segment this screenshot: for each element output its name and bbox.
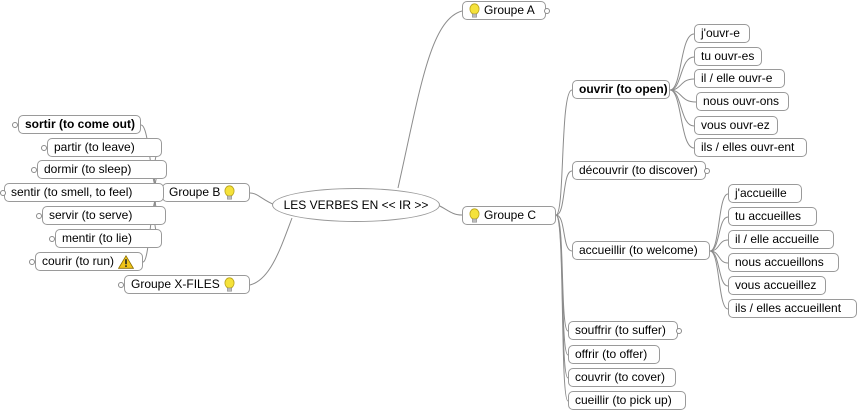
verb-label: sentir (to smell, to feel) [11, 185, 133, 199]
collapse-toggle[interactable] [544, 8, 550, 14]
verb-label: découvrir (to discover) [579, 163, 698, 177]
central-topic-label: LES VERBES EN << IR >> [283, 197, 429, 212]
verb-label: souffrir (to suffer) [575, 323, 666, 337]
conjugation-label: il / elle accueille [735, 232, 820, 246]
verb-label: offrir (to offer) [575, 347, 648, 361]
collapse-toggle[interactable] [676, 328, 682, 334]
collapse-toggle[interactable] [31, 167, 37, 173]
verb-label: servir (to serve) [49, 208, 133, 222]
conjugation-label: ils / elles ouvr-ent [701, 140, 795, 154]
verb-label: dormir (to sleep) [44, 162, 132, 176]
verb-label: courir (to run) [42, 254, 115, 268]
conjugation-node[interactable]: j'ouvr-e [694, 24, 750, 43]
conjugation-node[interactable]: nous accueillons [728, 253, 839, 272]
verb-label: cueillir (to pick up) [575, 393, 672, 407]
conjugation-node[interactable]: j'accueille [728, 184, 802, 203]
conjugation-label: j'accueille [735, 186, 787, 200]
verb-label: mentir (to lie) [62, 231, 133, 245]
verb-souffrir-node[interactable]: souffrir (to suffer) [568, 321, 678, 340]
verb-label: couvrir (to cover) [575, 370, 666, 384]
verb-partir-node[interactable]: partir (to leave) [47, 138, 162, 157]
lightbulb-icon [224, 184, 235, 199]
verb-label: ouvrir (to open) [579, 82, 668, 96]
conjugation-label: tu ouvr-es [701, 49, 755, 63]
verb-cueillir-node[interactable]: cueillir (to pick up) [568, 391, 686, 410]
conjugation-label: tu accueilles [735, 209, 802, 223]
conjugation-label: ils / elles accueillent [735, 301, 842, 315]
verb-mentir-node[interactable]: mentir (to lie) [55, 229, 162, 248]
central-topic-node[interactable]: LES VERBES EN << IR >> [272, 188, 440, 222]
conjugation-node[interactable]: il / elle accueille [728, 230, 834, 249]
conjugation-node[interactable]: nous ouvr-ons [696, 92, 789, 111]
verb-accueillir-node[interactable]: accueillir (to welcome) [572, 241, 710, 260]
conjugation-label: nous accueillons [735, 255, 824, 269]
conjugation-label: nous ouvr-ons [703, 94, 780, 108]
collapse-toggle[interactable] [704, 168, 710, 174]
verb-dormir-node[interactable]: dormir (to sleep) [37, 160, 167, 179]
conjugation-node[interactable]: ils / elles accueillent [728, 299, 857, 318]
groupe-c-node[interactable]: Groupe C [462, 206, 556, 225]
verb-label: accueillir (to welcome) [579, 243, 698, 257]
collapse-toggle[interactable] [49, 236, 55, 242]
verb-label: sortir (to come out) [25, 117, 135, 131]
collapse-toggle[interactable] [118, 282, 124, 288]
collapse-toggle[interactable] [41, 145, 47, 151]
conjugation-node[interactable]: il / elle ouvr-e [694, 69, 785, 88]
lightbulb-icon [224, 276, 235, 291]
conjugation-label: vous accueillez [735, 278, 817, 292]
conjugation-node[interactable]: vous accueillez [728, 276, 826, 295]
lightbulb-icon [469, 2, 480, 17]
verb-offrir-node[interactable]: offrir (to offer) [568, 345, 660, 364]
warning-icon [118, 254, 135, 269]
collapse-toggle[interactable] [36, 213, 42, 219]
verb-servir-node[interactable]: servir (to serve) [42, 206, 166, 225]
groupe-a-node[interactable]: Groupe A [462, 1, 546, 20]
groupe-xfiles-node[interactable]: Groupe X-FILES [124, 275, 250, 294]
groupe-a-label: Groupe A [484, 3, 535, 17]
collapse-toggle[interactable] [0, 190, 6, 196]
verb-label: partir (to leave) [54, 140, 135, 154]
lightbulb-icon [469, 207, 480, 222]
verb-decouvrir-node[interactable]: découvrir (to discover) [572, 161, 706, 180]
conjugation-node[interactable]: tu ouvr-es [694, 47, 762, 66]
verb-sentir-node[interactable]: sentir (to smell, to feel) [4, 183, 164, 202]
conjugation-label: j'ouvr-e [701, 26, 740, 40]
groupe-b-label: Groupe B [169, 185, 221, 199]
groupe-xfiles-label: Groupe X-FILES [131, 277, 220, 291]
groupe-b-node[interactable]: Groupe B [162, 183, 250, 202]
conjugation-label: il / elle ouvr-e [701, 71, 773, 85]
verb-ouvrir-node[interactable]: ouvrir (to open) [572, 80, 670, 99]
groupe-c-label: Groupe C [484, 208, 537, 222]
conjugation-node[interactable]: ils / elles ouvr-ent [694, 138, 807, 157]
verb-couvrir-node[interactable]: couvrir (to cover) [568, 368, 676, 387]
conjugation-node[interactable]: vous ouvr-ez [694, 116, 778, 135]
collapse-toggle[interactable] [29, 259, 35, 265]
verb-courir-node[interactable]: courir (to run) [35, 252, 143, 271]
conjugation-label: vous ouvr-ez [701, 118, 770, 132]
verb-sortir-node[interactable]: sortir (to come out) [18, 115, 141, 134]
collapse-toggle[interactable] [12, 122, 18, 128]
conjugation-node[interactable]: tu accueilles [728, 207, 817, 226]
